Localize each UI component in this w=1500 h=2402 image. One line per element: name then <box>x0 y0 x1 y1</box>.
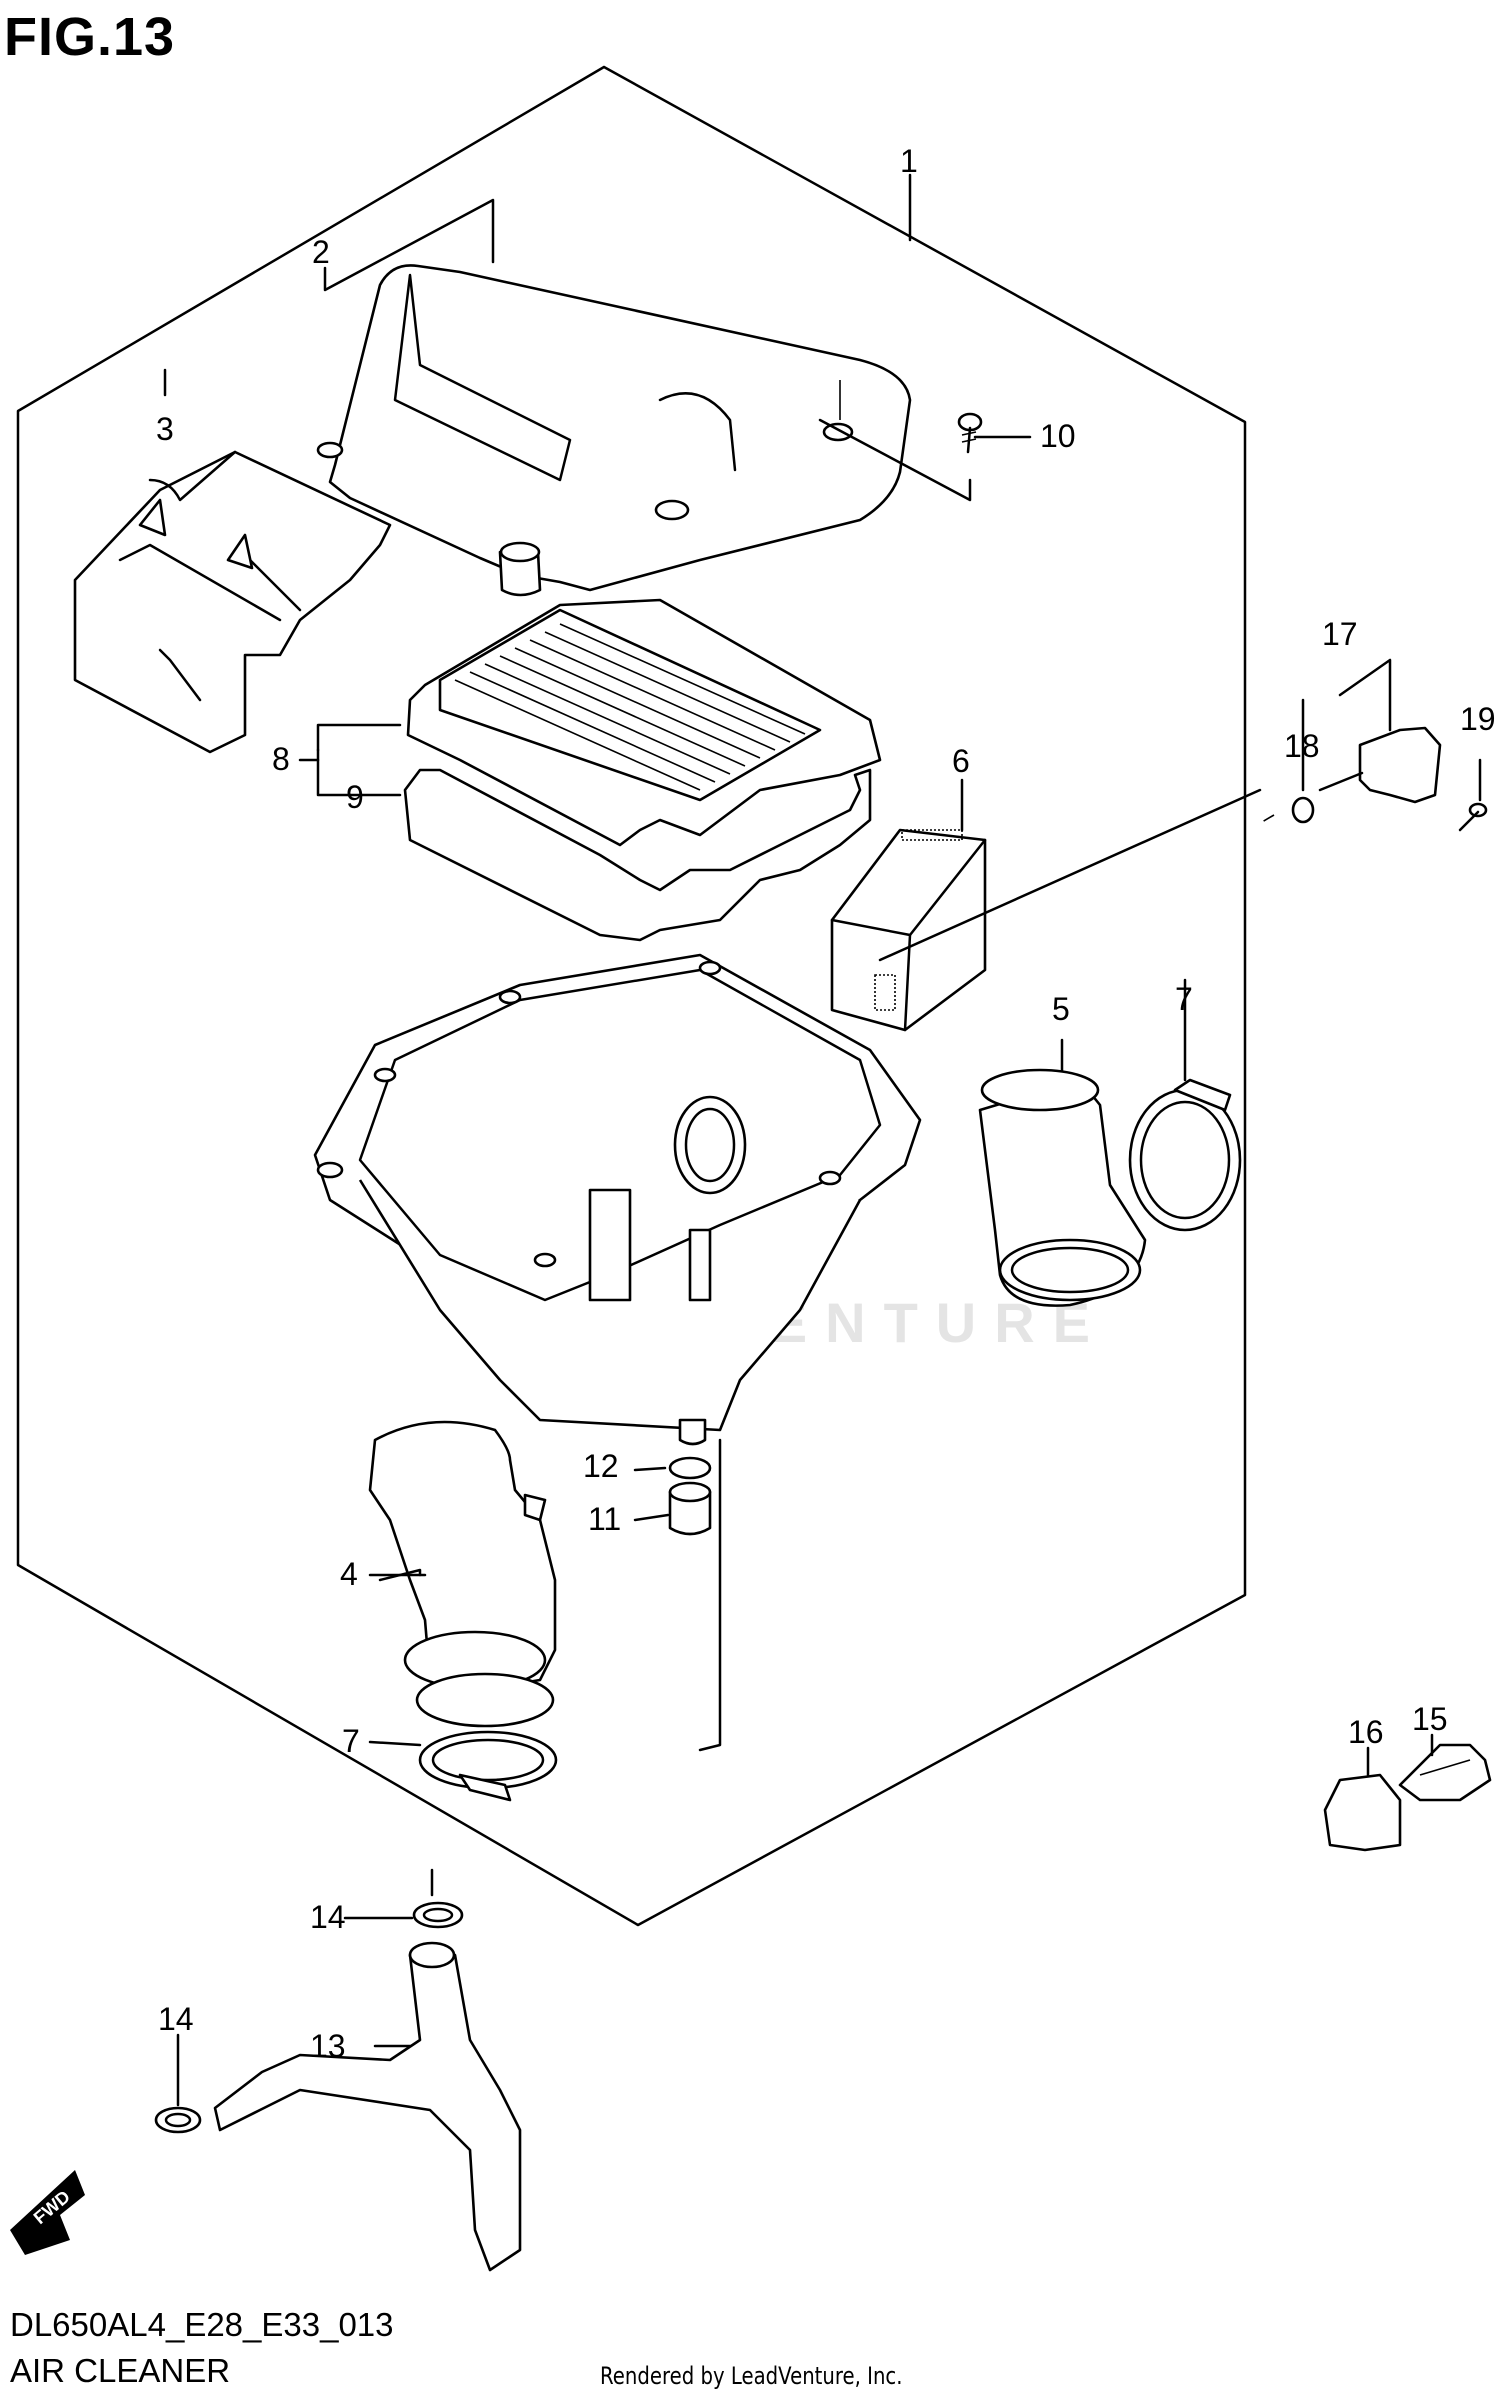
inlet-duct-part <box>73 450 392 754</box>
callout-7-lower: 7 <box>342 1723 360 1759</box>
callout-14-upper: 14 <box>310 1899 346 1935</box>
callout-18: 18 <box>1284 728 1320 764</box>
case-part <box>313 953 922 1446</box>
temp-sensor-part <box>1291 726 1488 832</box>
callout-11: 11 <box>588 1501 621 1537</box>
callout-4: 4 <box>340 1556 358 1592</box>
hose-clamp-upper-part <box>412 1901 464 1929</box>
callout-16: 16 <box>1348 1714 1384 1750</box>
fwd-arrow-icon: FWD <box>10 2170 85 2255</box>
sponge-part <box>830 828 987 1032</box>
assembly-outline <box>16 65 1275 1927</box>
hose-clamp-lower-part <box>154 2106 202 2134</box>
element-part <box>406 598 882 847</box>
callout-3: 3 <box>156 411 174 447</box>
screw-part <box>957 412 983 454</box>
drain-hose-part <box>213 1941 522 2272</box>
render-credit: Rendered by LeadVenture, Inc. <box>600 2362 903 2390</box>
leader-lines <box>163 173 1482 2107</box>
callout-13: 13 <box>310 2028 346 2064</box>
gasket-part <box>403 768 872 942</box>
callout-1: 1 <box>900 143 918 179</box>
callout-2: 2 <box>312 234 330 270</box>
intake-pipe-part <box>978 1068 1147 1307</box>
diagram-code: DL650AL4_E28_E33_013 <box>10 2306 394 2343</box>
callout-19: 19 <box>1460 701 1496 737</box>
washer-cushion-parts <box>668 1456 712 1536</box>
callout-5: 5 <box>1052 991 1070 1027</box>
clamp-lower-part <box>418 1730 558 1802</box>
figure-title: FIG.13 <box>4 7 176 67</box>
cover-part <box>316 264 912 597</box>
diagram-subtitle: AIR CLEANER <box>10 2352 231 2389</box>
connector-part <box>1398 1743 1492 1802</box>
callout-labels: 1 2 3 4 5 6 7 7 8 9 10 11 12 13 14 14 15… <box>156 143 1496 2064</box>
callout-8: 8 <box>272 741 290 777</box>
outlet-tube-part <box>368 1420 557 1728</box>
callout-7-upper: 7 <box>1175 981 1193 1017</box>
callout-15: 15 <box>1412 1701 1448 1737</box>
element-pleats <box>454 623 806 791</box>
callout-9: 9 <box>346 779 364 815</box>
callout-17: 17 <box>1322 616 1358 652</box>
callout-12: 12 <box>583 1448 619 1484</box>
coupler-cover-part <box>1323 1773 1402 1852</box>
callout-10: 10 <box>1040 418 1076 454</box>
clamp-upper-part <box>1128 1078 1242 1232</box>
callout-6: 6 <box>952 743 970 779</box>
callout-14-lower: 14 <box>158 2001 194 2037</box>
